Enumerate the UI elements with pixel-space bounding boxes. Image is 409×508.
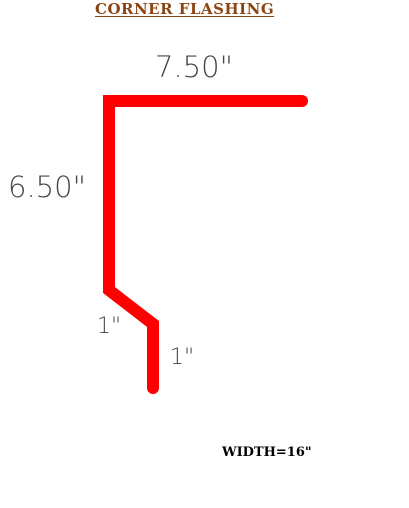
side-leg-dimension: 6.50" — [8, 170, 86, 204]
bend-segment-dimension: 1" — [97, 314, 122, 339]
flashing-bend-line — [103, 95, 308, 394]
top-leg-dimension: 7.50" — [155, 50, 233, 84]
drip-leg-dimension: 1" — [170, 345, 195, 370]
width-note: WIDTH=16" — [222, 445, 312, 460]
diagram-title: CORNER FLASHING — [95, 0, 275, 18]
